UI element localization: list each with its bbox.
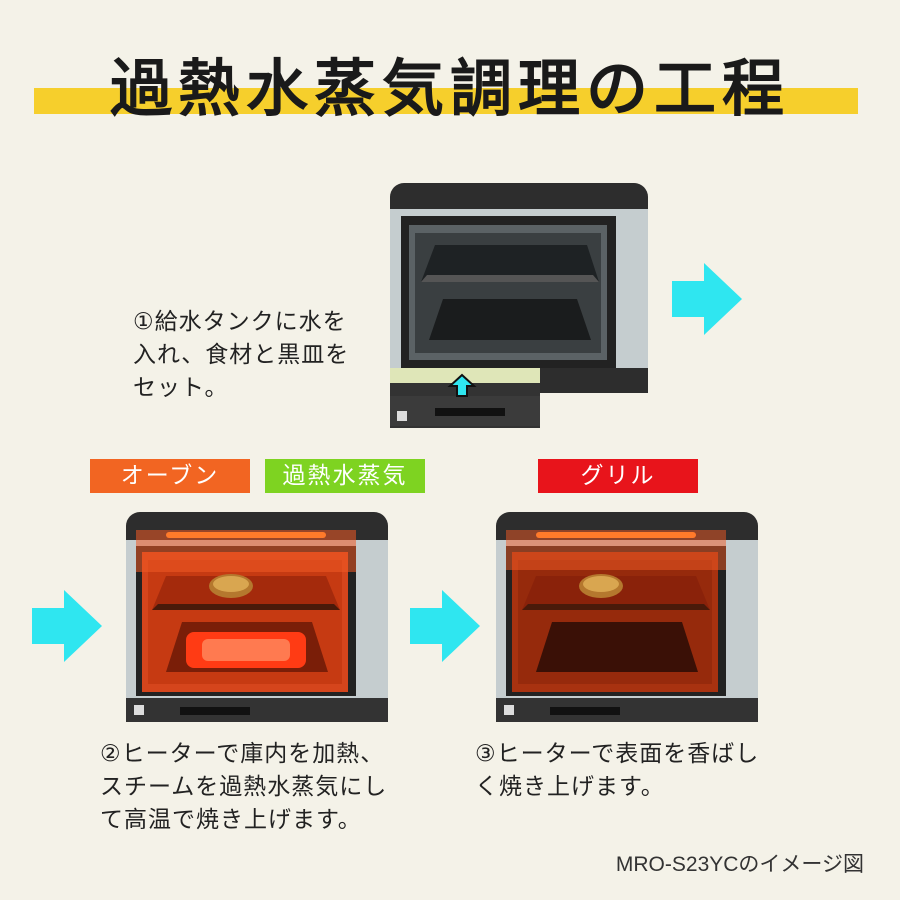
up-arrow-icon: [447, 373, 477, 397]
right-arrow-icon: [32, 590, 102, 662]
oven-step2: [126, 512, 388, 722]
oven-step1: [390, 183, 648, 428]
model-footnote: MRO-S23YCのイメージ図: [615, 853, 864, 876]
step1-caption: ①給水タンクに水を 入れ、食材と黒皿を セット。: [133, 309, 350, 401]
title-highlight-bar: [34, 88, 858, 114]
tag-grill: グリル: [538, 459, 698, 493]
right-arrow-icon: [410, 590, 480, 662]
oven-step3: [496, 512, 758, 722]
page-title: 過熱水蒸気調理の工程: [109, 52, 790, 125]
step3-caption: ③ヒーターで表面を香ばし く焼き上げます。: [475, 741, 760, 800]
right-arrow-icon: [672, 263, 742, 335]
tag-steam: 過熱水蒸気: [265, 459, 425, 493]
step2-caption: ②ヒーターで庫内を加熱、 スチームを過熱水蒸気にし て高温で焼き上げます。: [100, 741, 388, 833]
tag-oven: オーブン: [90, 459, 250, 493]
